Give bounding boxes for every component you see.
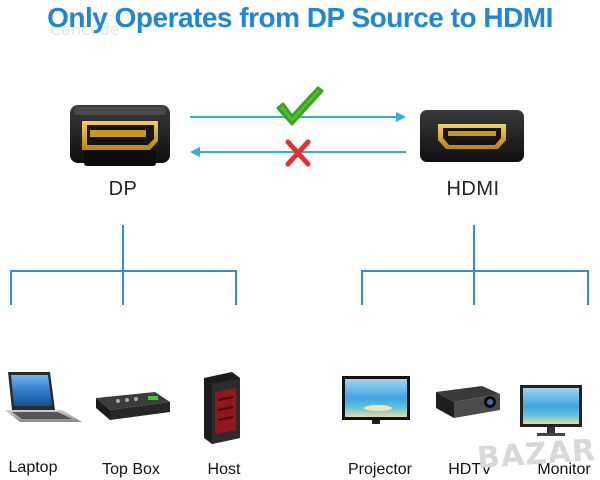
dp-label: DP bbox=[108, 178, 138, 200]
check-icon bbox=[276, 86, 324, 126]
backward-arrow bbox=[190, 147, 406, 157]
device-label-hdtv: HDTV bbox=[448, 461, 492, 478]
device-label-host: Host bbox=[207, 461, 241, 478]
laptop-icon bbox=[5, 372, 82, 422]
hdmi-connector-icon bbox=[420, 110, 524, 162]
projector-tv-icon bbox=[342, 376, 410, 424]
device-label-monitor: Monitor bbox=[537, 461, 591, 478]
device-label-projector: Projector bbox=[347, 461, 413, 478]
source-branch-lines bbox=[10, 225, 237, 305]
cross-icon bbox=[285, 139, 311, 167]
target-branch-lines bbox=[361, 225, 589, 305]
watermark-top: Cancode bbox=[50, 20, 120, 39]
hdmi-label: HDMI bbox=[446, 178, 500, 200]
top-box-icon bbox=[96, 392, 170, 420]
dp-connector-icon bbox=[70, 105, 170, 166]
device-label-laptop: Laptop bbox=[8, 459, 58, 476]
diagram-title: Only Operates from DP Source to HDMI bbox=[47, 2, 553, 33]
monitor-icon bbox=[520, 385, 582, 436]
hdtv-projector-icon bbox=[436, 386, 500, 418]
device-label-top-box: Top Box bbox=[102, 461, 160, 478]
host-tower-icon bbox=[204, 372, 240, 444]
